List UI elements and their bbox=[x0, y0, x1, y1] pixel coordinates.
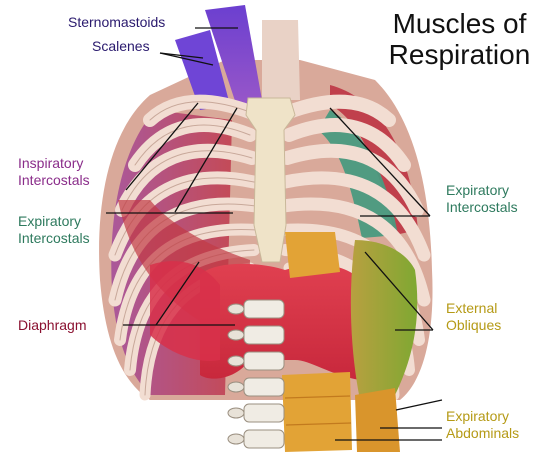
vertebra-1 bbox=[244, 300, 284, 318]
vertebra-2 bbox=[244, 326, 284, 344]
vertebra-process-6 bbox=[228, 434, 244, 444]
label-sternomastoids: Sternomastoids bbox=[68, 14, 165, 31]
label-diaphragm: Diaphragm bbox=[18, 317, 86, 334]
vertebra-process-4 bbox=[228, 382, 244, 392]
vertebra-4 bbox=[244, 378, 284, 396]
title: Muscles of Respiration bbox=[372, 8, 547, 70]
vertebra-5 bbox=[244, 404, 284, 422]
label-expiratory-right-line-2: Intercostals bbox=[446, 199, 518, 216]
label-expiratory-left-line-2: Intercostals bbox=[18, 230, 90, 247]
vertebra-process-1 bbox=[228, 304, 244, 314]
vertebra-process-5 bbox=[228, 408, 244, 418]
label-obliques-line-1: External bbox=[446, 300, 501, 317]
neck-trachea bbox=[262, 20, 300, 100]
label-obliques-line-2: Obliques bbox=[446, 317, 501, 334]
title-line-1: Muscles of bbox=[372, 8, 547, 39]
abdominal-block-right bbox=[355, 388, 400, 452]
label-expiratory-intercostals-right: Expiratory Intercostals bbox=[446, 182, 518, 216]
label-expiratory-intercostals-left: Expiratory Intercostals bbox=[18, 213, 90, 247]
label-expiratory-abdominals: Expiratory Abdominals bbox=[446, 408, 519, 442]
label-abdominals-line-2: Abdominals bbox=[446, 425, 519, 442]
title-line-2: Respiration bbox=[372, 39, 547, 70]
label-expiratory-right-line-1: Expiratory bbox=[446, 182, 518, 199]
vertebra-6 bbox=[244, 430, 284, 448]
abdominal-upper bbox=[285, 232, 340, 278]
label-inspiratory-line-1: Inspiratory bbox=[18, 155, 90, 172]
vertebra-3 bbox=[244, 352, 284, 370]
label-inspiratory-line-2: Intercostals bbox=[18, 172, 90, 189]
label-scalenes: Scalenes bbox=[92, 38, 150, 55]
vertebra-process-3 bbox=[228, 356, 244, 366]
label-abdominals-line-1: Expiratory bbox=[446, 408, 519, 425]
vertebra-process-2 bbox=[228, 330, 244, 340]
label-external-obliques: External Obliques bbox=[446, 300, 501, 334]
label-expiratory-left-line-1: Expiratory bbox=[18, 213, 90, 230]
label-inspiratory-intercostals: Inspiratory Intercostals bbox=[18, 155, 90, 189]
